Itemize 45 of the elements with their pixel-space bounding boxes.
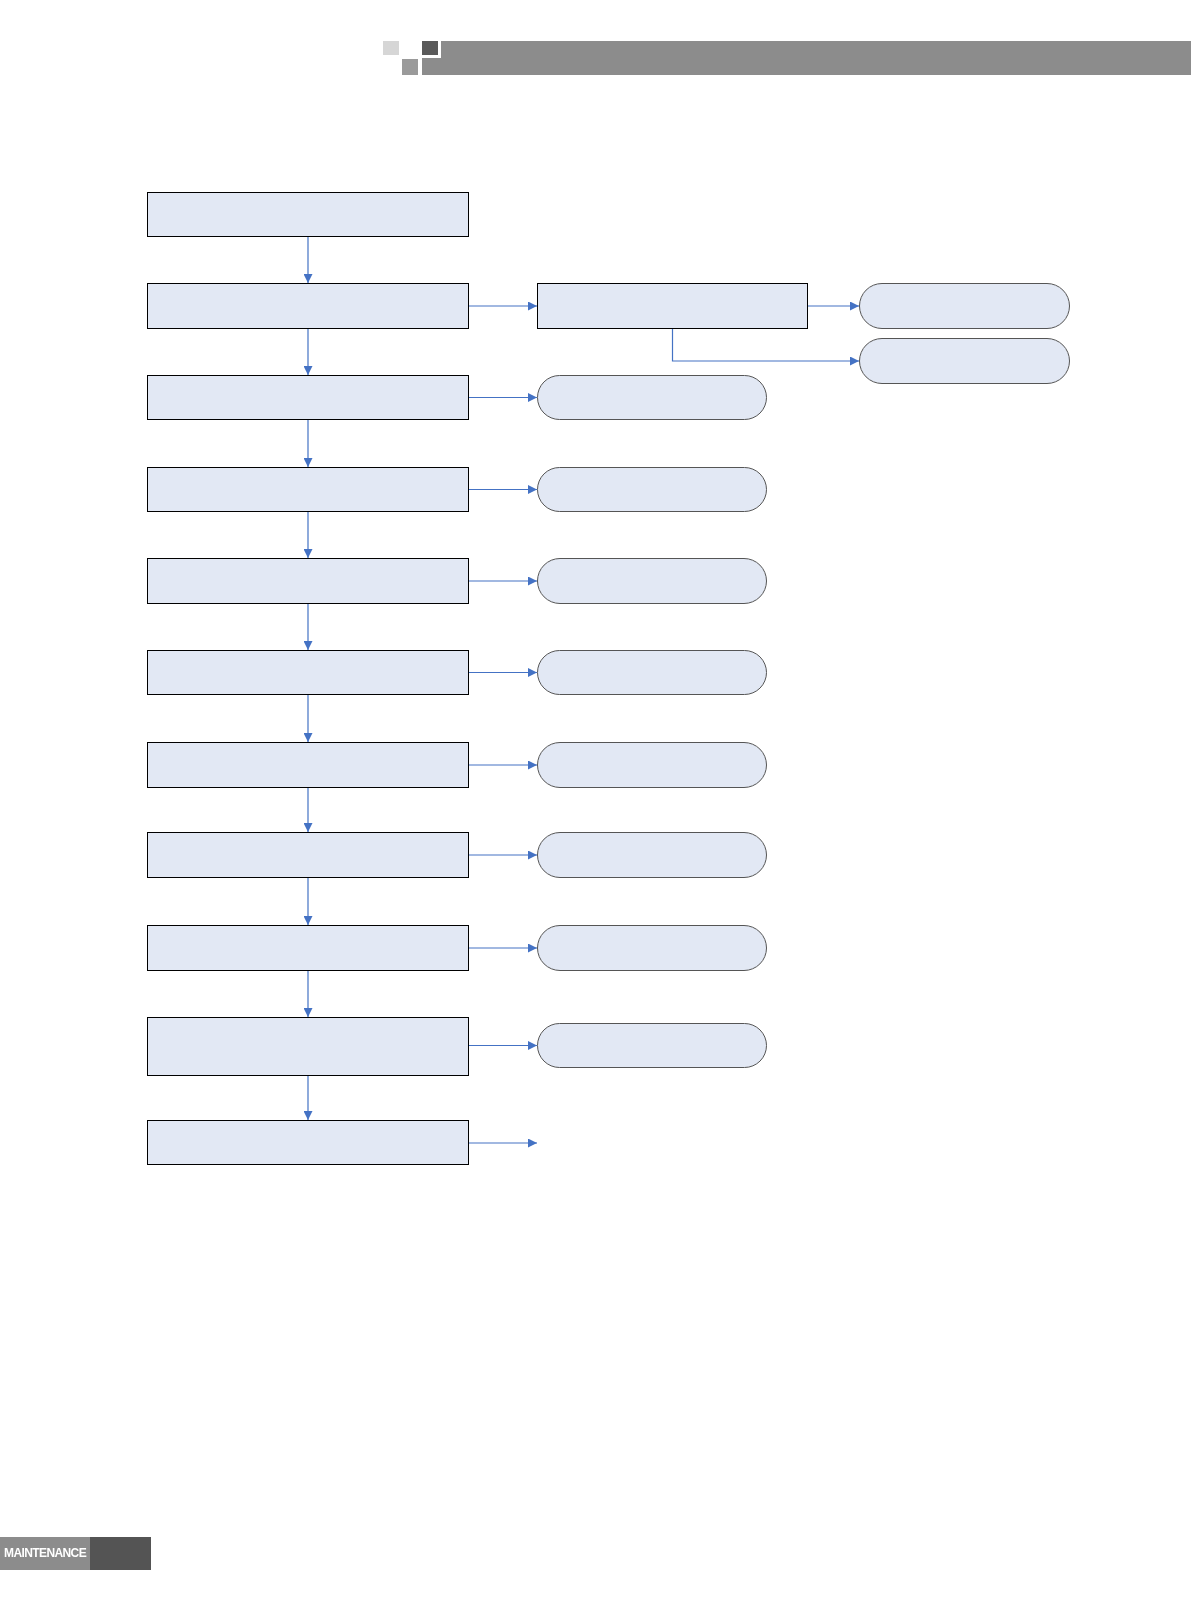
arrow	[468, 301, 538, 311]
arrow	[303, 328, 313, 376]
process-box	[147, 742, 469, 788]
process-box	[147, 1120, 469, 1165]
arrow	[303, 1075, 313, 1121]
terminal-pill	[537, 1023, 767, 1068]
terminal-pill	[537, 925, 767, 971]
terminal-pill	[537, 467, 767, 512]
arrow	[468, 485, 538, 494]
process-box	[147, 832, 469, 878]
process-box	[147, 650, 469, 695]
arrow	[671, 328, 860, 366]
arrow	[303, 787, 313, 833]
arrow	[468, 1138, 538, 1148]
terminal-pill	[537, 650, 767, 695]
process-box	[147, 192, 469, 237]
arrow	[303, 511, 313, 559]
section-tab: MAINTENANCE	[0, 1537, 91, 1570]
arrow	[303, 877, 313, 926]
process-box	[147, 283, 469, 329]
terminal-pill	[859, 338, 1070, 384]
process-box	[147, 467, 469, 512]
arrow	[468, 393, 538, 402]
process-box	[147, 375, 469, 420]
arrow	[303, 694, 313, 743]
arrow	[303, 603, 313, 651]
arrow	[468, 1041, 538, 1050]
process-box	[147, 1017, 469, 1076]
terminal-pill	[537, 558, 767, 604]
terminal-pill	[537, 832, 767, 878]
terminal-pill	[859, 283, 1070, 329]
arrow	[468, 576, 538, 586]
arrow	[468, 850, 538, 860]
terminal-pill	[537, 375, 767, 420]
terminal-pill	[537, 742, 767, 788]
arrow	[303, 970, 313, 1018]
arrow	[468, 943, 538, 953]
process-box	[537, 283, 808, 329]
arrow	[468, 668, 538, 677]
arrow	[468, 760, 538, 770]
process-box	[147, 558, 469, 604]
arrow	[303, 236, 313, 284]
arrow	[303, 419, 313, 468]
arrow	[807, 301, 860, 311]
process-box	[147, 925, 469, 971]
